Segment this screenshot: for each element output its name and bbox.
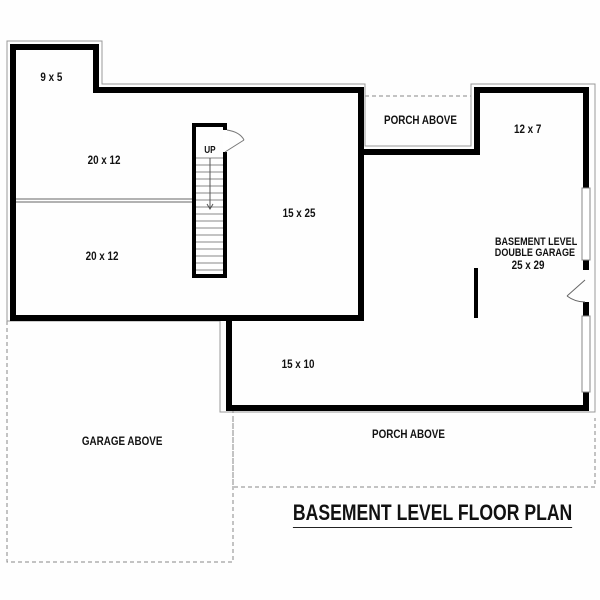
room-label-20x12-lower: 20 x 12 [85, 249, 119, 263]
walls [10, 44, 589, 411]
room-divider [16, 198, 195, 203]
room-label-15x10: 15 x 10 [281, 357, 315, 371]
porch-above-bottom-label: PORCH ABOVE [372, 427, 445, 441]
garage-partition [474, 268, 478, 318]
garage-man-door [566, 279, 586, 303]
garage-above-label: GARAGE ABOVE [81, 434, 163, 448]
stair-up-label: UP [204, 145, 216, 156]
room-label-9x5: 9 x 5 [40, 70, 63, 84]
stair [192, 123, 245, 278]
porch-above-top-label: PORCH ABOVE [384, 113, 457, 127]
garage-door-lower [581, 315, 591, 393]
garage-door-upper [581, 187, 591, 261]
garage-label-line2: DOUBLE GARAGE [494, 247, 575, 259]
garage-doors [581, 187, 591, 393]
garage-label-dimensions: 25 x 29 [511, 258, 545, 272]
plan-title: BASEMENT LEVEL FLOOR PLAN [292, 500, 573, 528]
porch-bottom-outline [232, 418, 596, 488]
room-label-20x12-upper: 20 x 12 [87, 153, 121, 167]
garage-label-line1: BASEMENT LEVEL [495, 236, 578, 248]
room-label-12x7: 12 x 7 [514, 122, 542, 136]
garage-above-outline [6, 321, 234, 563]
room-label-15x25: 15 x 25 [282, 206, 316, 220]
above-outlines [6, 95, 596, 563]
